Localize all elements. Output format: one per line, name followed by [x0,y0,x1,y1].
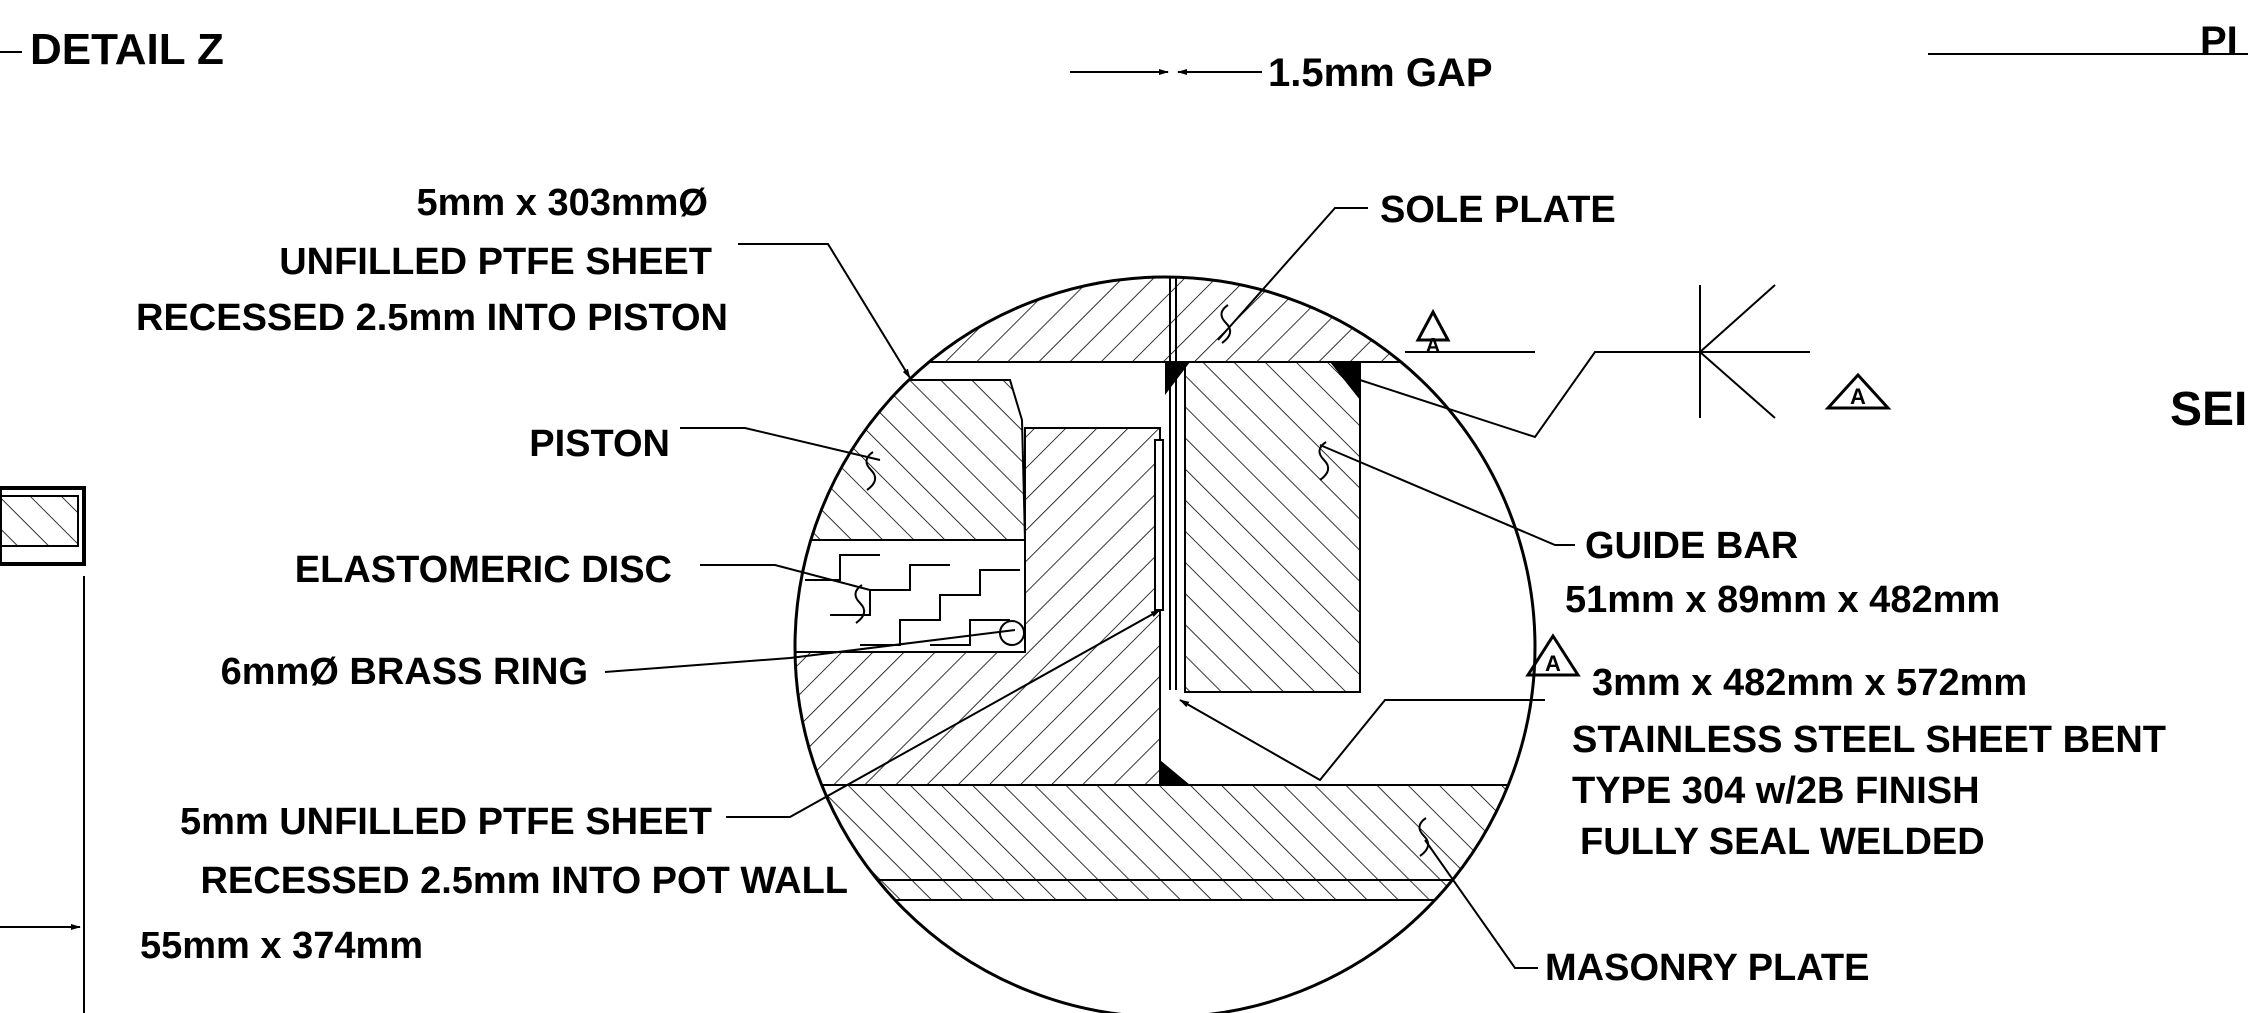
ptfe-bottom-line2: RECESSED 2.5mm INTO POT WALL [200,860,848,902]
piston-label: PISTON [529,423,670,465]
elastomeric-disc-label: ELASTOMERIC DISC [295,549,672,591]
ptfe-top-line2: UNFILLED PTFE SHEET [279,241,712,283]
ptfe-top-line3: RECESSED 2.5mm INTO PISTON [136,297,728,339]
detail-title: DETAIL Z [30,25,224,74]
weld-callout-1: A [1426,335,1440,357]
sole-plate-label: SOLE PLATE [1380,189,1616,231]
weld-callout-2: A [1850,384,1866,409]
detail-circle-outline [793,275,1537,1013]
gap-label: 1.5mm GAP [1268,51,1493,95]
pot-wall [795,427,1161,786]
stainless-line3: TYPE 304 w/2B FINISH [1572,770,1980,812]
ptfe-bottom-line1: 5mm UNFILLED PTFE SHEET [180,801,712,843]
stainless-line2: STAINLESS STEEL SHEET BENT [1572,719,2166,761]
piston-shape [795,379,1027,541]
edge-text-mid: SEI [2170,383,2247,436]
weld-callouts: A A A [1415,308,1892,677]
dim-left-label: 55mm x 374mm [140,925,423,967]
stainless-line4: FULLY SEAL WELDED [1580,821,1985,863]
left-partial-section [0,51,2248,1013]
brass-ring-label: 6mmØ BRASS RING [221,651,588,693]
guide-bar [1184,361,1361,693]
sole-plate [795,277,1535,363]
stainless-line1: 3mm x 482mm x 572mm [1592,662,2027,704]
edge-text-top: PI [2200,19,2238,63]
weld-callout-3: A [1545,651,1561,676]
guide-bar-dim: 51mm x 89mm x 482mm [1565,579,2000,621]
masonry-plate-label: MASONRY PLATE [1545,947,1869,989]
elastomeric-disc [795,539,1026,653]
detail-circle [795,277,1535,901]
weld-symbol [1359,284,1810,439]
ptfe-top-line1: 5mm x 303mmØ [417,182,709,224]
leader-lines [604,207,1575,969]
masonry-plate [795,784,1535,901]
section-marks [854,304,1430,857]
guide-bar-label: GUIDE BAR [1585,525,1798,567]
